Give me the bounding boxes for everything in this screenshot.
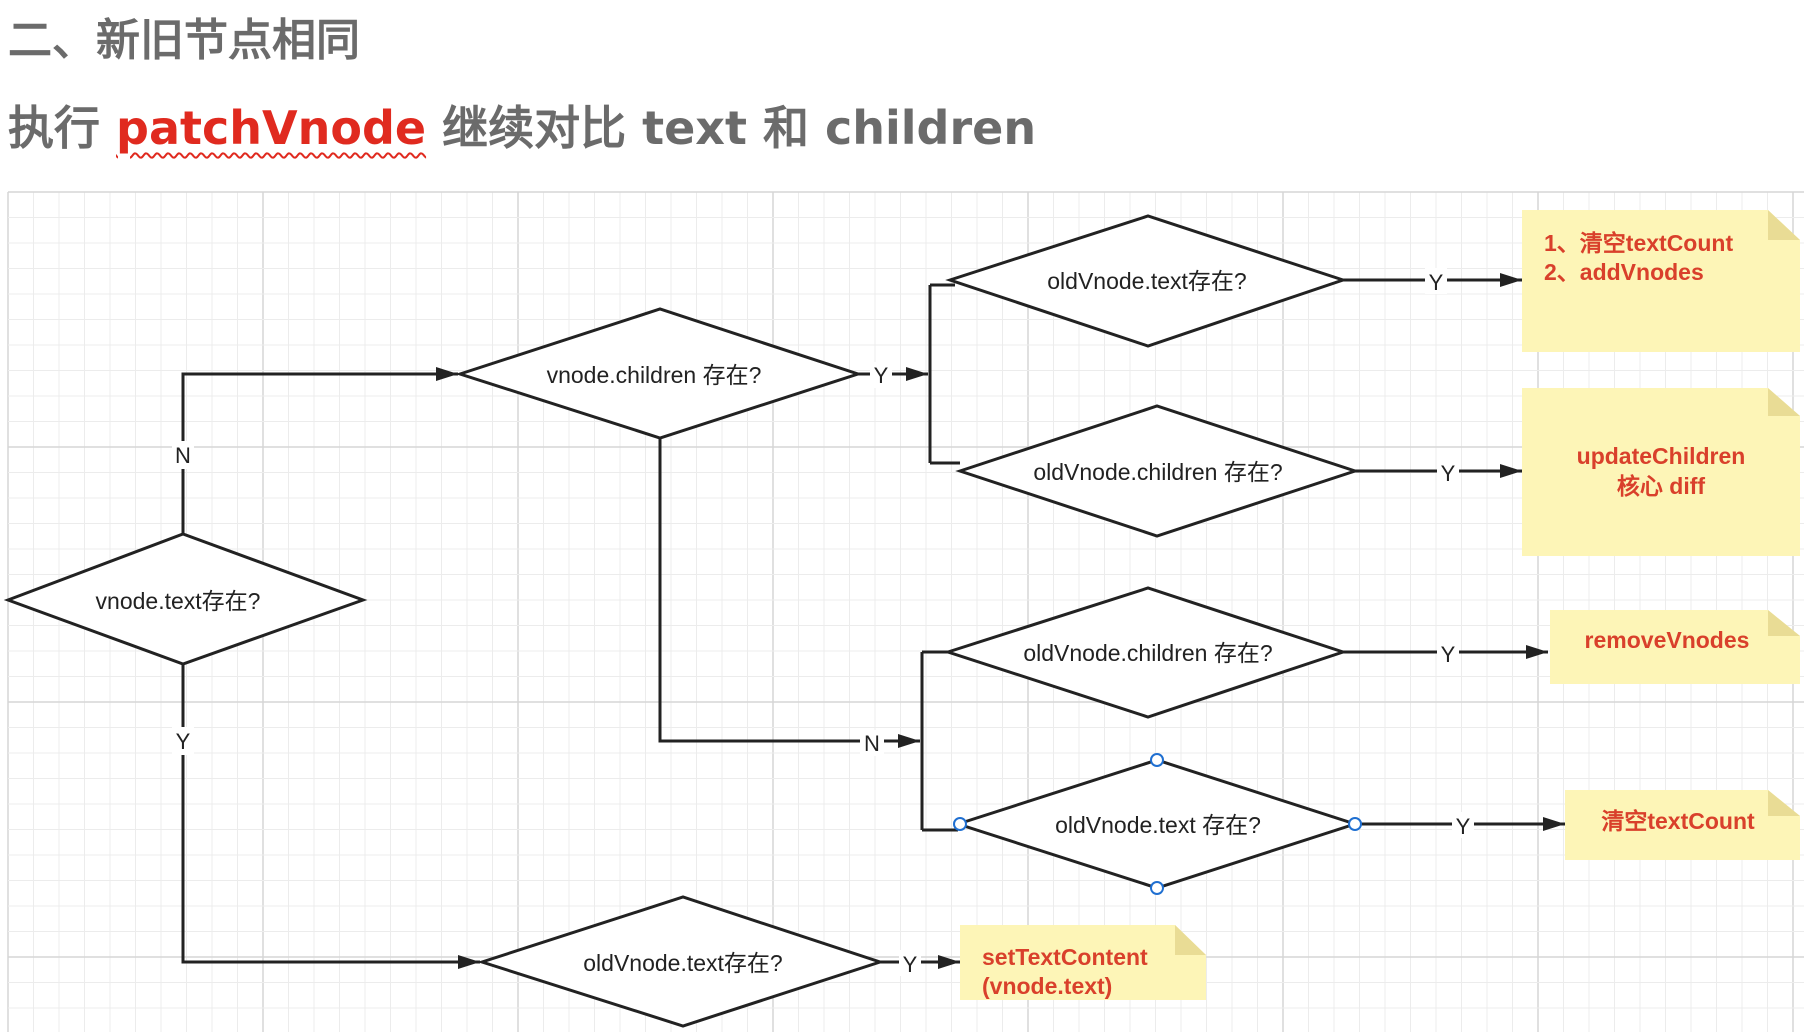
label-no-1: N [175, 443, 191, 468]
decision-old-text-top [945, 214, 1348, 348]
handle-right [1348, 817, 1362, 831]
subtitle-keyword: patchVnode [116, 101, 427, 155]
decision-old-text-top-label: oldVnode.text存在? [1047, 268, 1246, 294]
note-clear-line-1: 清空textCount [1601, 808, 1755, 834]
label-yes-1: Y [176, 729, 191, 754]
note-add-line-2: 2、addVnodes [1544, 259, 1704, 285]
decisions [3, 214, 1360, 1028]
note-set-line-1: setTextContent [982, 944, 1148, 970]
decision-old-children-top-label: oldVnode.children 存在? [1033, 459, 1282, 485]
selection-handles[interactable] [953, 753, 1362, 895]
decision-old-children-mid [943, 586, 1348, 719]
decision-old-text-bottom-label: oldVnode.text存在? [583, 950, 782, 976]
decision-vnode-text [3, 532, 368, 666]
note-remove-line-1: removeVnodes [1585, 627, 1750, 653]
label-yes-2: Y [874, 363, 889, 388]
note-set: setTextContent (vnode.text) [960, 925, 1206, 1000]
note-set-line-2: (vnode.text) [982, 973, 1112, 999]
note-remove: removeVnodes [1550, 610, 1800, 684]
label-yes-4: Y [1441, 461, 1456, 486]
edge-text-no [181, 367, 458, 534]
label-yes-7: Y [903, 952, 918, 977]
notes: 1、清空textCount 2、addVnodes updateChildren… [960, 210, 1800, 1000]
decision-old-children-mid-label: oldVnode.children 存在? [1023, 640, 1272, 666]
label-yes-3: Y [1429, 270, 1444, 295]
label-yes-5: Y [1441, 642, 1456, 667]
subtitle-prefix: 执行 [8, 101, 100, 155]
decision-old-text-mid-label: oldVnode.text 存在? [1055, 812, 1261, 838]
note-clear: 清空textCount [1565, 790, 1800, 860]
subtitle: 执行 patchVnode 继续对比 text 和 children [8, 92, 1036, 158]
connectors [181, 273, 1565, 969]
handle-left [953, 817, 967, 831]
decision-vnode-children [455, 307, 863, 440]
edge-labels: N Y Y N Y Y Y Y Y [172, 268, 1474, 977]
decision-vnode-text-label: vnode.text存在? [96, 588, 261, 614]
handle-bottom [1150, 881, 1164, 895]
note-add-line-1: 1、清空textCount [1544, 230, 1733, 256]
label-yes-6: Y [1456, 814, 1471, 839]
handle-top [1150, 753, 1164, 767]
section-title: 二、新旧节点相同 [8, 15, 360, 66]
edge-text-yes [181, 664, 480, 969]
note-update: updateChildren 核心 diff [1522, 388, 1800, 556]
decision-vnode-children-label: vnode.children 存在? [547, 362, 762, 388]
note-update-line-1: updateChildren [1577, 443, 1746, 469]
decision-old-children-top [955, 404, 1360, 538]
edge-children-no [658, 438, 920, 748]
note-add: 1、清空textCount 2、addVnodes [1522, 210, 1800, 352]
decision-old-text-bottom [477, 895, 885, 1028]
note-update-line-2: 核心 diff [1617, 473, 1705, 499]
decision-texts: vnode.text存在? vnode.children 存在? oldVnod… [96, 268, 1283, 976]
subtitle-suffix-text: 继续对比 text 和 children [442, 101, 1037, 155]
label-no-2: N [864, 731, 880, 756]
